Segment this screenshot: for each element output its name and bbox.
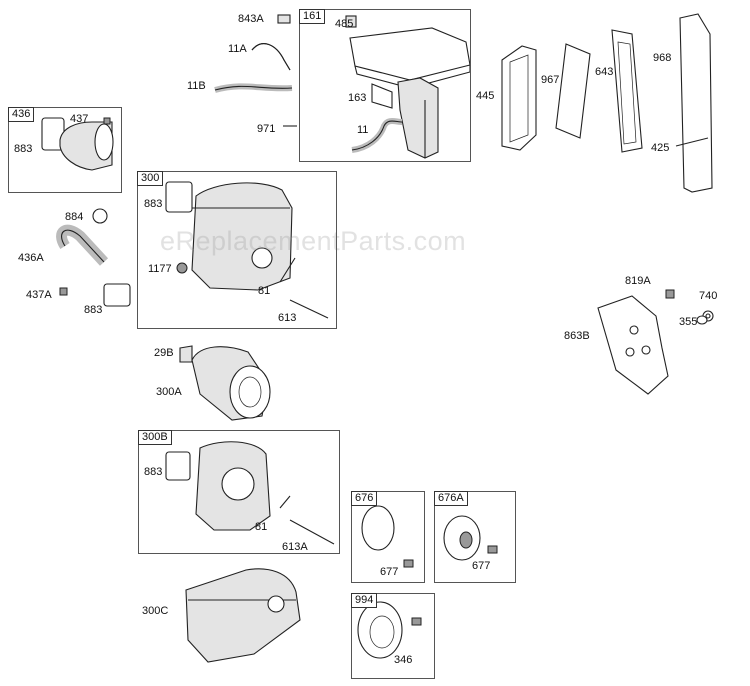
part-number-613: 613 <box>278 312 297 324</box>
part-number-971: 971 <box>257 123 276 135</box>
part-number-485: 485 <box>335 18 354 30</box>
group-box-300b: 300B <box>138 430 340 554</box>
part-number-613a: 613A <box>282 541 308 553</box>
group-box-994: 994 <box>351 593 435 679</box>
part-994-drawing <box>357 601 403 659</box>
group-label-300: 300 <box>137 171 164 186</box>
part-number-968: 968 <box>653 52 672 64</box>
part-number-883: 883 <box>144 198 163 210</box>
part-number-11a: 11A <box>228 43 247 55</box>
part-number-1177: 1177 <box>148 263 172 275</box>
part-843a-drawing <box>277 14 291 24</box>
part-863b-drawing <box>597 295 669 395</box>
part-613-drawing <box>289 299 329 319</box>
group-box-676: 676 <box>351 491 425 583</box>
group-label-676a: 676A <box>434 491 468 506</box>
part-number-437: 437 <box>70 113 89 125</box>
part-1177-drawing <box>176 262 188 274</box>
part-81-300b-drawing <box>279 495 291 509</box>
group-label-676: 676 <box>351 491 378 506</box>
part-437-drawing <box>103 117 111 125</box>
part-number-967: 967 <box>541 74 560 86</box>
part-number-843a: 843A <box>238 13 264 25</box>
part-number-819a: 819A <box>625 275 651 287</box>
part-300c-drawing <box>185 568 301 663</box>
part-number-81: 81 <box>258 285 271 297</box>
part-643-drawing <box>611 29 643 153</box>
part-number-11b: 11B <box>187 80 206 92</box>
part-967-drawing <box>555 43 591 139</box>
part-346-drawing <box>411 617 422 626</box>
part-number-11: 11 <box>357 124 369 136</box>
part-number-677: 677 <box>380 566 399 578</box>
watermark-text: eReplacementParts.com <box>160 226 467 256</box>
part-437a-drawing <box>59 287 68 296</box>
part-677-676a-drawing <box>487 545 498 554</box>
part-number-884: 884 <box>65 211 84 223</box>
part-163-drawing <box>371 83 393 109</box>
part-819a-drawing <box>665 289 675 299</box>
part-number-29b: 29B <box>154 347 174 359</box>
part-883-flange-drawing <box>103 283 131 307</box>
part-number-863b: 863B <box>564 330 590 342</box>
part-613a-drawing <box>289 519 335 545</box>
group-box-161: 161 <box>299 9 471 162</box>
part-number-437a: 437A <box>26 289 52 301</box>
part-number-425: 425 <box>651 142 670 154</box>
part-number-163: 163 <box>348 92 367 104</box>
group-label-994: 994 <box>351 593 378 608</box>
part-29b-drawing <box>179 345 193 363</box>
group-label-436: 436 <box>8 107 35 122</box>
part-425-drawing <box>675 137 709 147</box>
part-number-883: 883 <box>84 304 103 316</box>
part-445-drawing <box>501 45 537 151</box>
part-485-drawing <box>345 15 357 28</box>
group-box-300: 300 <box>137 171 337 329</box>
part-677-drawing <box>403 559 414 568</box>
part-number-300c: 300C <box>142 605 169 617</box>
part-number-300a: 300A <box>156 386 182 398</box>
part-883-gasket-300b-drawing <box>165 451 191 481</box>
group-label-300b: 300B <box>138 430 172 445</box>
part-number-346: 346 <box>394 654 413 666</box>
part-number-445: 445 <box>476 90 495 102</box>
group-label-161: 161 <box>299 9 326 24</box>
part-number-883: 883 <box>144 466 163 478</box>
part-884-drawing <box>92 208 108 224</box>
group-box-676a: 676A <box>434 491 516 583</box>
part-81-drawing <box>279 257 296 283</box>
part-968-drawing <box>679 13 713 193</box>
part-number-436a: 436A <box>18 252 44 264</box>
part-number-643: 643 <box>595 66 614 78</box>
part-883-gasket-300-drawing <box>165 181 193 213</box>
part-number-677: 677 <box>472 560 491 572</box>
part-number-355: 355 <box>679 316 698 328</box>
group-box-436: 436 <box>8 107 122 193</box>
part-676-drawing <box>361 505 395 551</box>
part-11a-drawing <box>251 43 291 71</box>
part-355-drawing <box>696 315 708 325</box>
part-number-883: 883 <box>14 143 33 155</box>
part-number-740: 740 <box>699 290 718 302</box>
part-436a-drawing <box>56 224 109 266</box>
part-number-81: 81 <box>255 521 268 533</box>
